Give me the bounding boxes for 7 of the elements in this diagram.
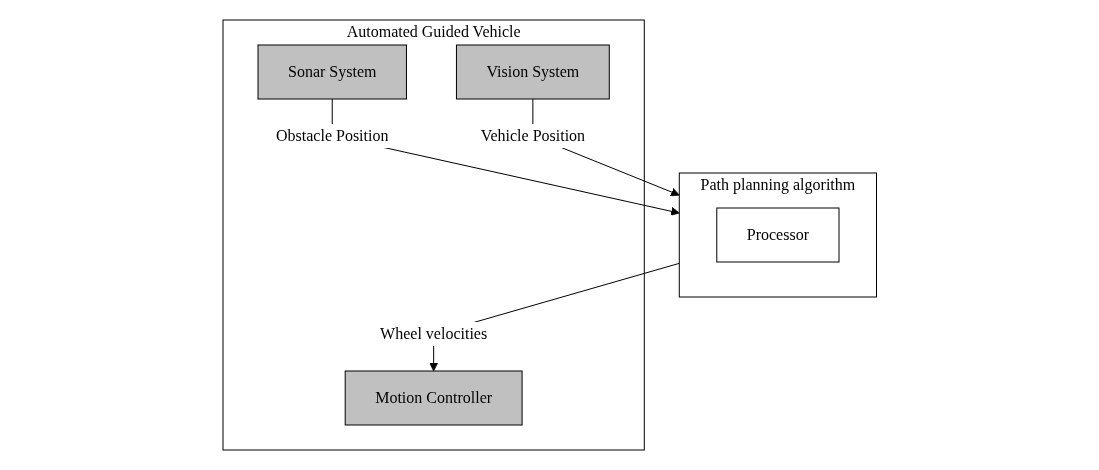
edge-label: Vehicle Position <box>480 127 585 144</box>
edge-label: Obstacle Position <box>275 127 389 144</box>
node-box: Vision System <box>455 44 610 100</box>
edge-label: Wheel velocities <box>379 325 487 342</box>
node-box: Sonar System <box>257 44 407 100</box>
node-box: Motion Controller <box>344 370 523 426</box>
node-box: Processor <box>716 207 840 263</box>
